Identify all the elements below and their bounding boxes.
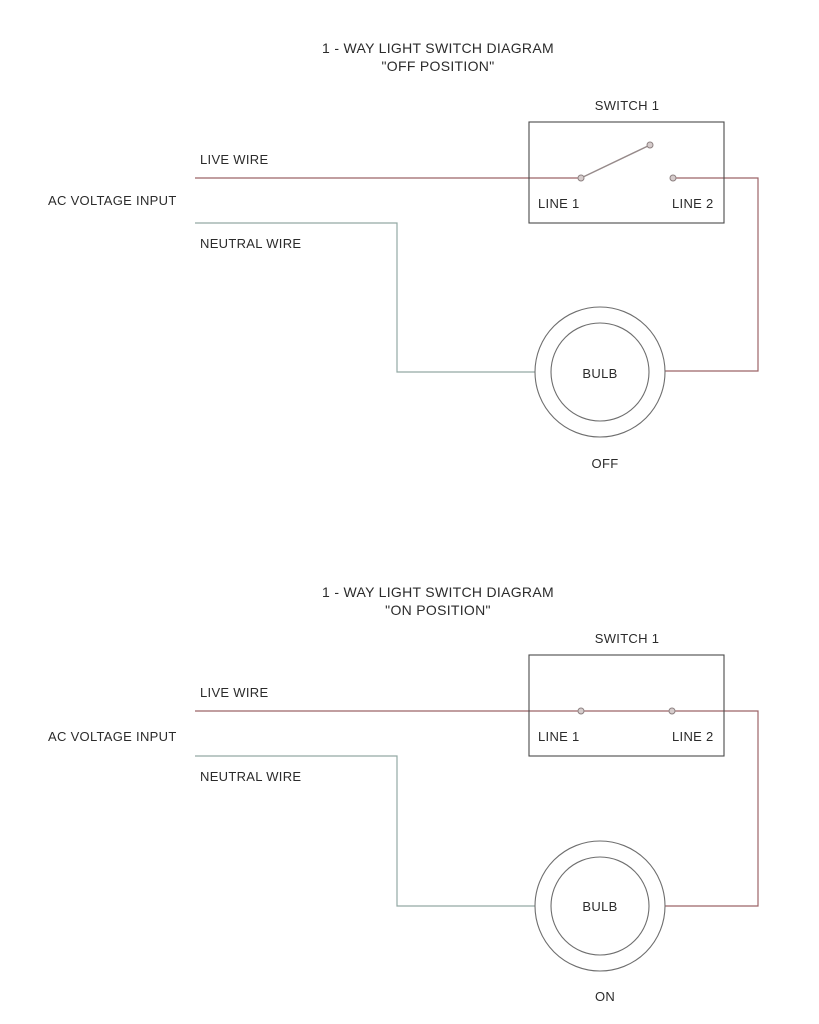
bulb-inner-circle (550, 322, 650, 422)
line2-label: LINE 2 (672, 729, 714, 744)
switch-lever (580, 144, 651, 179)
bulb-outer-circle (534, 306, 666, 438)
diagram-off (195, 121, 759, 438)
bulb-label: BULB (582, 366, 618, 381)
live-wire-label: LIVE WIRE (200, 685, 269, 700)
terminal-line2 (669, 174, 677, 182)
lever-tip-terminal (646, 141, 654, 149)
switch-box (528, 121, 725, 224)
line2-label: LINE 2 (672, 196, 714, 211)
line1-label: LINE 1 (538, 729, 580, 744)
diagram-on (195, 654, 759, 972)
live-wire-label: LIVE WIRE (200, 152, 269, 167)
state-label: ON (594, 989, 616, 1004)
live-wire-return (665, 177, 759, 372)
bulb-inner-circle (550, 856, 650, 956)
state-label: OFF (591, 456, 619, 471)
line1-label: LINE 1 (538, 196, 580, 211)
bulb-outer-circle (534, 840, 666, 972)
bulb-label: BULB (582, 899, 618, 914)
diagram-subtitle: "OFF POSITION" (381, 58, 495, 74)
neutral-wire-label: NEUTRAL WIRE (200, 236, 302, 251)
ac-voltage-input-label: AC VOLTAGE INPUT (48, 193, 177, 208)
diagram-title: 1 - WAY LIGHT SWITCH DIAGRAM (322, 40, 554, 56)
terminal-line1 (577, 174, 585, 182)
terminal-line1 (577, 707, 585, 715)
neutral-wire (195, 222, 535, 373)
diagram-title: 1 - WAY LIGHT SWITCH DIAGRAM (322, 584, 554, 600)
diagram-subtitle: "ON POSITION" (385, 602, 491, 618)
neutral-wire (195, 755, 535, 907)
switch-label: SWITCH 1 (594, 631, 660, 646)
switch-box (528, 654, 725, 757)
terminal-line2 (668, 707, 676, 715)
switch-label: SWITCH 1 (594, 98, 660, 113)
live-wire (195, 710, 759, 907)
neutral-wire-label: NEUTRAL WIRE (200, 769, 302, 784)
ac-voltage-input-label: AC VOLTAGE INPUT (48, 729, 177, 744)
